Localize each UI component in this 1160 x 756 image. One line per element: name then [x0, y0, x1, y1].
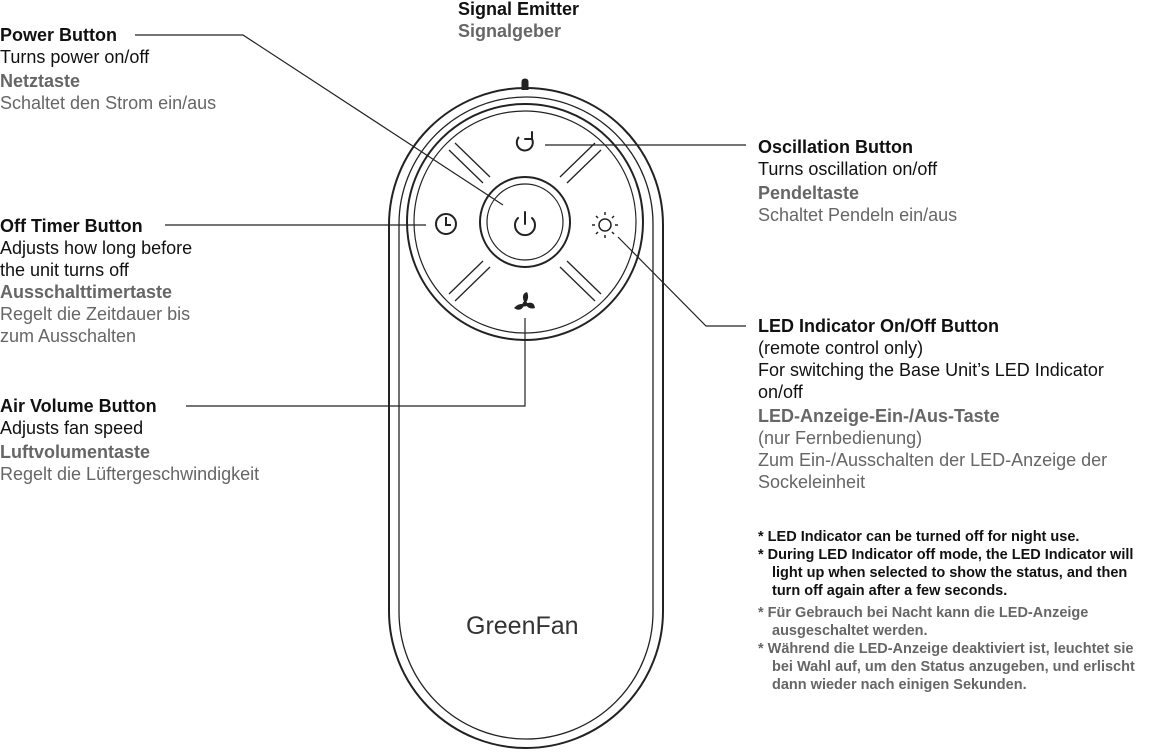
note-en-2: * During LED Indicator off mode, the LED…	[758, 547, 1134, 599]
leader-air	[186, 318, 526, 407]
led-en-desc1: (remote control only)	[758, 338, 924, 358]
osc-en-title: Oscillation Button	[758, 137, 913, 157]
leader-power	[135, 34, 504, 206]
timer-de-desc2: zum Ausschalten	[0, 326, 137, 346]
led-en-desc2: For switching the Base Unit’s LED Indica…	[758, 360, 1104, 380]
signal-emitter-label: Signal Emitter Signalgeber	[458, 0, 579, 42]
air-label: Air Volume Button Adjusts fan speed Luft…	[0, 395, 259, 485]
air-en-title: Air Volume Button	[0, 396, 157, 416]
power-button-inner	[486, 183, 564, 261]
osc-de-title: Pendeltaste	[758, 183, 860, 203]
timer-de-desc1: Regelt die Zeitdauer bis	[0, 304, 191, 324]
note-de-1: * Für Gebrauch bei Nacht kann die LED-An…	[758, 605, 1089, 639]
led-label: LED Indicator On/Off Button (remote cont…	[758, 315, 1107, 493]
osc-en-desc: Turns oscillation on/off	[758, 159, 938, 179]
fan-icon	[514, 292, 535, 310]
remote-body-inner	[398, 96, 654, 740]
clock-icon	[435, 213, 457, 235]
signal-emitter	[521, 78, 529, 90]
timer-en-desc2: the unit turns off	[0, 260, 129, 280]
air-en-desc: Adjusts fan speed	[0, 418, 144, 438]
note-en-1: * LED Indicator can be turned off for ni…	[758, 529, 1080, 545]
led-de-desc3: Sockeleinheit	[758, 472, 866, 492]
brand-logo: GreenFan	[466, 612, 579, 640]
power-en-desc: Turns power on/off	[0, 47, 150, 67]
timer-en-desc1: Adjusts how long before	[0, 238, 193, 258]
power-de-desc: Schaltet den Strom ein/aus	[0, 93, 217, 113]
led-de-title: LED-Anzeige-Ein-/Aus-Taste	[758, 406, 1000, 426]
led-en-title: LED Indicator On/Off Button	[758, 316, 999, 336]
led-en-desc3: on/off	[758, 382, 803, 402]
power-icon	[514, 211, 536, 237]
osc-de-desc: Schaltet Pendeln ein/aus	[758, 205, 958, 225]
timer-en-title: Off Timer Button	[0, 216, 143, 236]
oscillation-icon	[515, 131, 534, 152]
sun-icon	[592, 212, 618, 238]
power-de-title: Netztaste	[0, 71, 81, 91]
leader-lines	[135, 34, 746, 407]
leader-led	[617, 236, 746, 327]
notes: * LED Indicator can be turned off for ni…	[758, 528, 1158, 694]
led-de-desc2: Zum Ein-/Ausschalten der LED-Anzeige der	[758, 450, 1108, 470]
power-en-title: Power Button	[0, 25, 117, 45]
air-de-title: Luftvolumentaste	[0, 442, 151, 462]
note-de-2: * Während die LED-Anzeige deaktiviert is…	[758, 641, 1135, 693]
signal-en: Signal Emitter	[458, 0, 580, 19]
led-de-desc1: (nur Fernbedienung)	[758, 428, 923, 448]
oscillation-label: Oscillation Button Turns oscillation on/…	[758, 136, 957, 226]
power-label: Power Button Turns power on/off Netztast…	[0, 24, 216, 114]
signal-de: Signalgeber	[458, 21, 562, 41]
timer-label: Off Timer Button Adjusts how long before…	[0, 215, 192, 347]
timer-de-title: Ausschalttimertaste	[0, 282, 173, 302]
air-de-desc: Regelt die Lüftergeschwindigkeit	[0, 464, 260, 484]
dpad-separators	[448, 142, 602, 302]
